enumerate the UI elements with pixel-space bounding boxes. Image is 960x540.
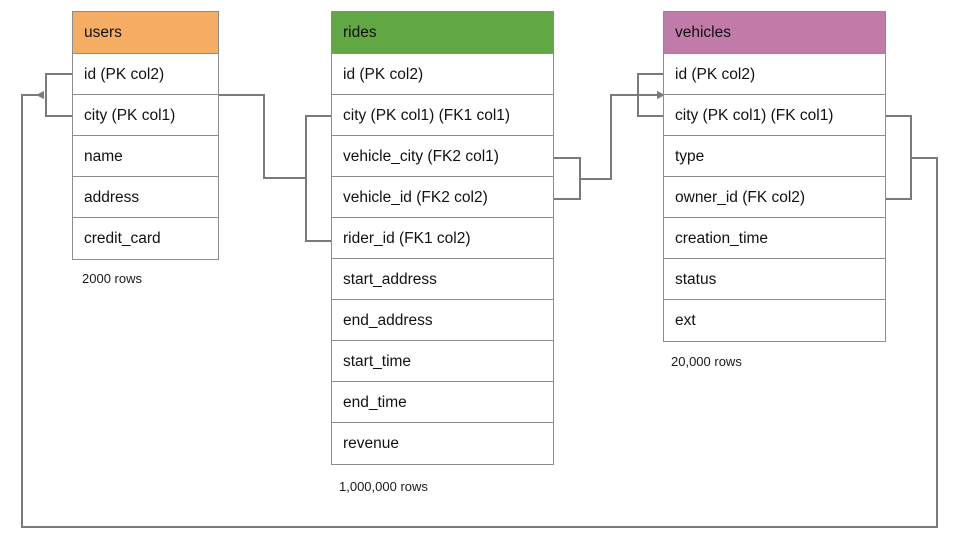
table-users-column-address[interactable]: address bbox=[73, 177, 218, 218]
table-vehicles-column-status[interactable]: status bbox=[664, 259, 885, 300]
rides-fk1-bracket bbox=[305, 115, 331, 242]
table-vehicles-row-count: 20,000 rows bbox=[671, 354, 742, 369]
table-vehicles-column-ext[interactable]: ext bbox=[664, 300, 885, 341]
rides-fk2-bracket bbox=[554, 157, 581, 200]
table-rides-column-end-time[interactable]: end_time bbox=[332, 382, 553, 423]
table-rides-column-city[interactable]: city (PK col1) (FK1 col1) bbox=[332, 95, 553, 136]
vehicles-fk-bracket bbox=[886, 115, 912, 200]
table-rides-row-count: 1,000,000 rows bbox=[339, 479, 428, 494]
table-users-column-id[interactable]: id (PK col2) bbox=[73, 54, 218, 95]
table-users-title: users bbox=[73, 12, 218, 54]
table-rides-column-id[interactable]: id (PK col2) bbox=[332, 54, 553, 95]
table-users-column-credit-card[interactable]: credit_card bbox=[73, 218, 218, 259]
table-rides-column-vehicle-id[interactable]: vehicle_id (FK2 col2) bbox=[332, 177, 553, 218]
table-rides-column-end-address[interactable]: end_address bbox=[332, 300, 553, 341]
table-vehicles-column-city[interactable]: city (PK col1) (FK col1) bbox=[664, 95, 885, 136]
table-vehicles-column-owner-id[interactable]: owner_id (FK col2) bbox=[664, 177, 885, 218]
table-users-column-name[interactable]: name bbox=[73, 136, 218, 177]
table-vehicles-column-type[interactable]: type bbox=[664, 136, 885, 177]
table-users-column-city[interactable]: city (PK col1) bbox=[73, 95, 218, 136]
table-rides-column-revenue[interactable]: revenue bbox=[332, 423, 553, 464]
table-rides-column-start-address[interactable]: start_address bbox=[332, 259, 553, 300]
table-vehicles-column-id[interactable]: id (PK col2) bbox=[664, 54, 885, 95]
table-rides-column-rider-id[interactable]: rider_id (FK1 col2) bbox=[332, 218, 553, 259]
table-users-row-count: 2000 rows bbox=[82, 271, 142, 286]
table-rides-title: rides bbox=[332, 12, 553, 54]
table-rides-column-vehicle-city[interactable]: vehicle_city (FK2 col1) bbox=[332, 136, 553, 177]
table-rides-column-start-time[interactable]: start_time bbox=[332, 341, 553, 382]
table-vehicles[interactable]: vehicles id (PK col2) city (PK col1) (FK… bbox=[663, 11, 886, 342]
users-key-bracket bbox=[45, 73, 72, 117]
rides-to-vehicles-link bbox=[580, 90, 665, 180]
table-vehicles-title: vehicles bbox=[664, 12, 885, 54]
vehicles-key-bracket-left bbox=[637, 73, 663, 117]
table-rides[interactable]: rides id (PK col2) city (PK col1) (FK1 c… bbox=[331, 11, 554, 465]
table-users[interactable]: users id (PK col2) city (PK col1) name a… bbox=[72, 11, 219, 260]
table-vehicles-column-creation-time[interactable]: creation_time bbox=[664, 218, 885, 259]
